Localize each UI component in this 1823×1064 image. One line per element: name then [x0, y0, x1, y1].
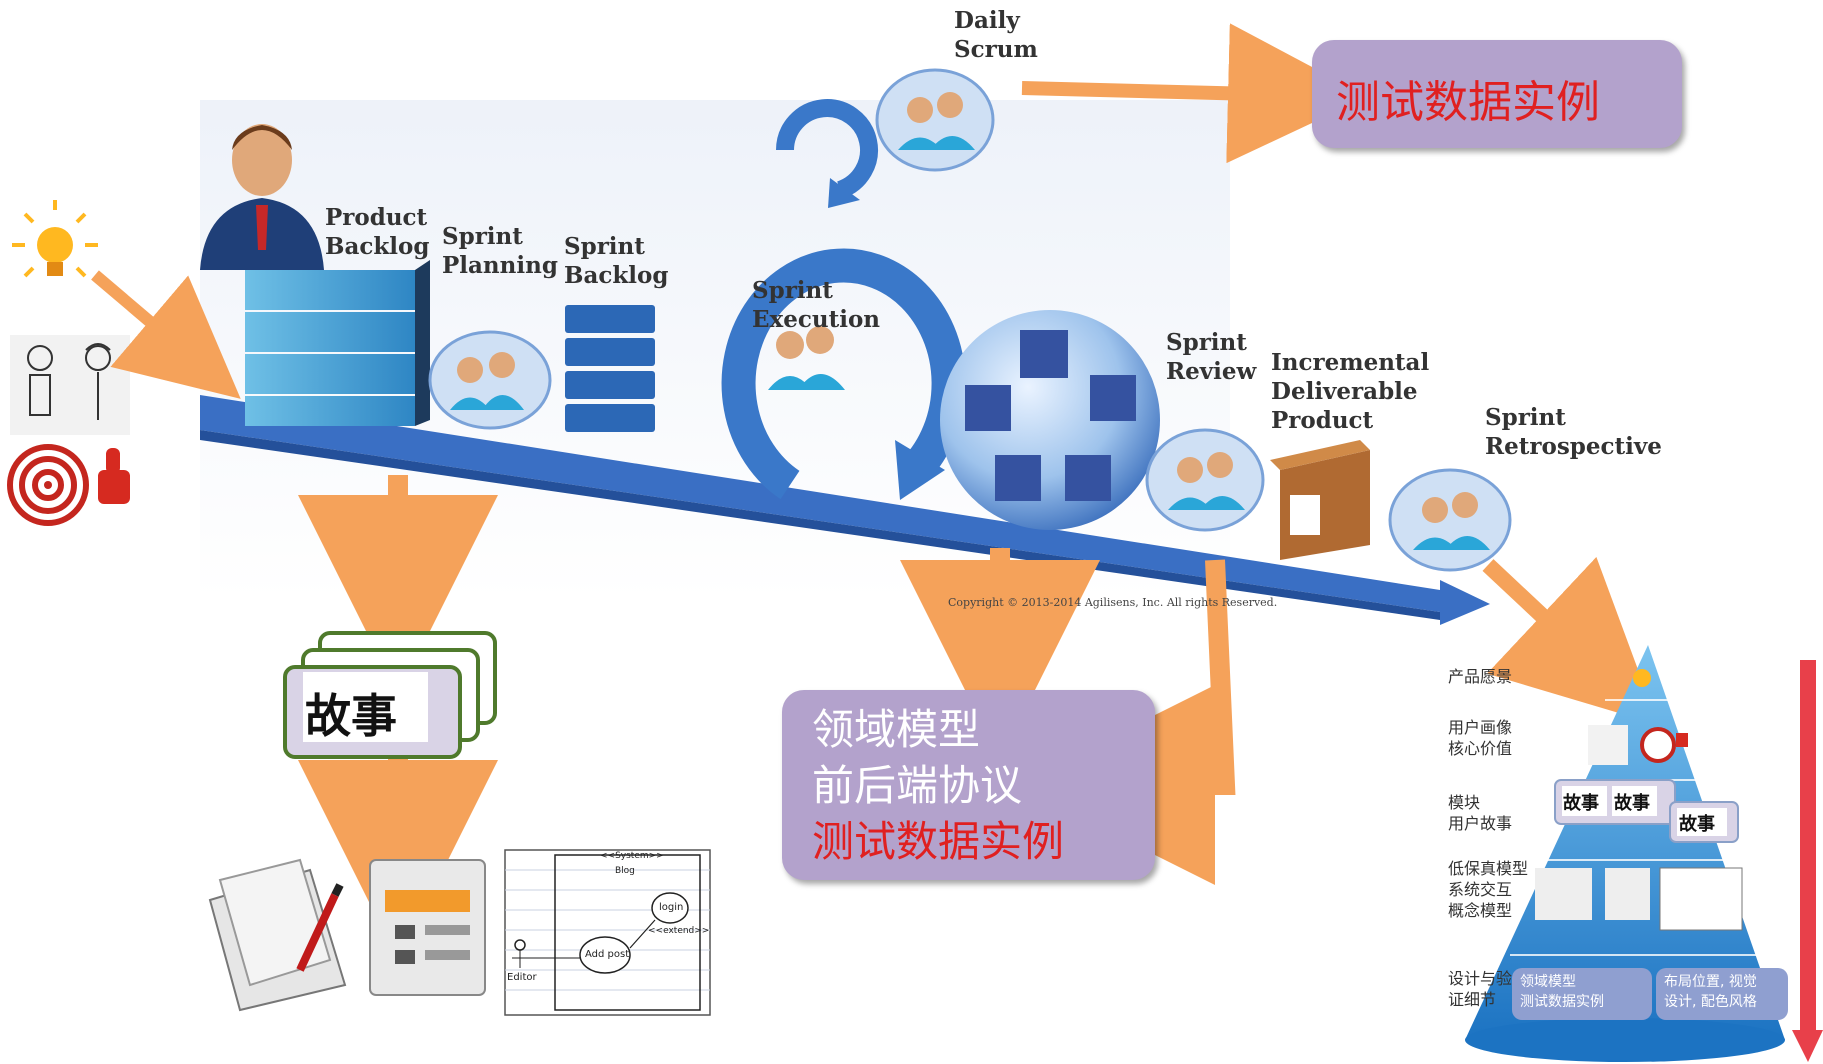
flow-band [200, 395, 1440, 612]
pyramid-story-tag-2: 故事 [1614, 793, 1650, 814]
persona-icons [10, 335, 130, 435]
lightbulb-icon [12, 200, 98, 278]
label-incremental-product: Incremental Deliverable Product [1271, 349, 1430, 434]
top-callout-box: 测试数据实例 [1312, 40, 1682, 148]
increment-sphere [940, 310, 1160, 530]
label-sprint-execution: Sprint Execution [752, 277, 881, 333]
pyramid-card-left: 领域模型 测试数据实例 [1512, 968, 1652, 1020]
sketch-editor-label: Editor [507, 972, 537, 983]
label-sprint-backlog: Sprint Backlog [564, 233, 669, 289]
label-sprint-review: Sprint Review [1166, 329, 1257, 385]
document-icon [369, 859, 486, 996]
pyramid-level-2-label: 用户画像 核心价值 [1448, 718, 1513, 758]
sketch-extend-label: <<extend>> [648, 926, 710, 936]
middle-callout-box: 领域模型 前后端协议 测试数据实例 [782, 690, 1155, 880]
story-card-text: 故事 [305, 689, 397, 743]
product-backlog-stack [245, 260, 430, 426]
sprint-review-people [1145, 428, 1265, 532]
sketch-blog-label: Blog [615, 866, 635, 876]
top-callout-text: 测试数据实例 [1336, 77, 1600, 128]
sprint-execution-loop-arrowhead [895, 440, 945, 500]
middle-callout-line3: 测试数据实例 [812, 817, 1065, 866]
use-case-sketch [504, 849, 711, 1016]
paper-sketch-icon [208, 858, 347, 1012]
daily-scrum-loop [776, 99, 878, 199]
sketch-system-label: <<System>> [600, 851, 664, 861]
sprint-execution-people [768, 326, 845, 390]
retro-to-pyramid-arrow [1482, 556, 1659, 725]
label-sprint-planning: Sprint Planning [442, 223, 558, 279]
vertical-red-arrow [1800, 660, 1816, 1030]
pyramid-story-tag-1: 故事 [1563, 793, 1599, 814]
copyright-text: Copyright © 2013-2014 Agilisens, Inc. Al… [948, 596, 1278, 609]
idea-arrow [91, 270, 241, 399]
sketch-login-label: login [659, 902, 684, 913]
scrum-to-test-data-arrow [1021, 23, 1368, 164]
sprint-retrospective-people [1388, 468, 1512, 572]
pyramid-level-3-label: 模块 用户故事 [1448, 793, 1513, 833]
pyramid-level-5-label: 设计与验 证细节 [1448, 969, 1513, 1009]
label-sprint-retrospective: Sprint Retrospective [1485, 404, 1662, 460]
sprint-backlog-stack [565, 305, 655, 432]
thumbs-up-icon [98, 448, 130, 504]
pyramid-level-4-label: 低保真模型 系统交互 概念模型 [1448, 859, 1529, 920]
product-box [1270, 440, 1370, 560]
flow-band-shadow [200, 430, 1440, 620]
middle-callout-line1: 领域模型 [812, 705, 981, 754]
daily-scrum-loop-arrowhead [828, 178, 860, 208]
pyramid-story-tag-3: 故事 [1679, 814, 1715, 835]
target-icon [7, 444, 89, 526]
daily-scrum-people [875, 68, 995, 172]
vertical-red-arrowhead [1792, 1030, 1823, 1062]
pyramid-card-right: 布局位置, 视觉 设计, 配色风格 [1656, 968, 1788, 1020]
story-card-stack [283, 631, 497, 759]
product-owner-figure [200, 124, 324, 270]
sprint-planning-people [428, 330, 552, 430]
pyramid [1465, 645, 1785, 1062]
flow-band-arrowhead [1440, 580, 1490, 625]
middle-callout-line2: 前后端协议 [812, 761, 1023, 810]
sketch-addpost-label: Add post [585, 949, 630, 960]
label-product-backlog: Product Backlog [325, 204, 430, 260]
label-daily-scrum: Daily Scrum [954, 7, 1038, 63]
pyramid-level-1-label: 产品愿景 [1448, 667, 1513, 686]
